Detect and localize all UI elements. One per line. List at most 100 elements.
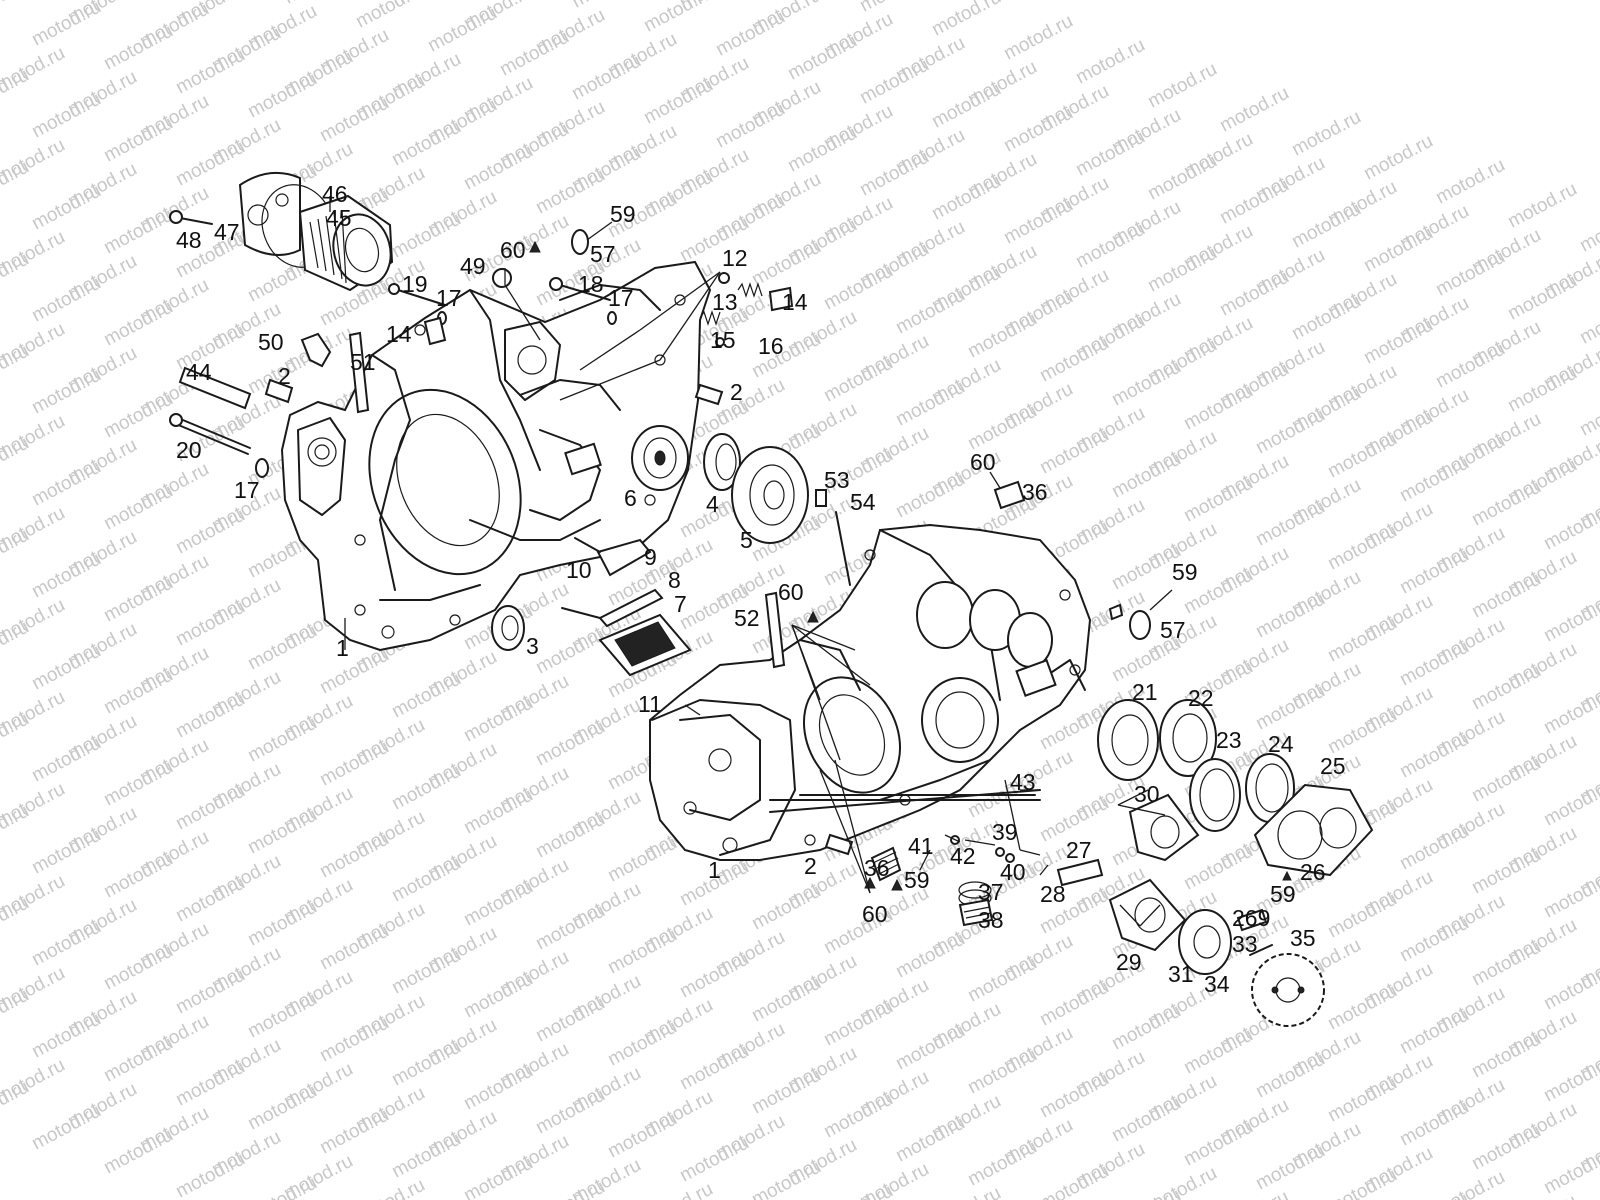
watermark-text: motod.ru [1504, 1191, 1580, 1200]
watermark-text: motod.ru [1036, 977, 1112, 1031]
callout-60: 60 [500, 237, 526, 263]
bearing-5 [731, 446, 809, 544]
sprocket-35 [1251, 953, 1325, 1027]
watermark-text: motod.ru [1108, 357, 1184, 411]
callout-36: 36 [1022, 479, 1048, 505]
callout-39: 39 [992, 819, 1018, 845]
watermark-text: motod.ru [172, 597, 248, 651]
watermark-text: motod.ru [1360, 131, 1436, 185]
watermark-text: motod.ru [1072, 127, 1148, 181]
watermark-text: motod.ru [1468, 1121, 1544, 1175]
watermark-text: motod.ru [100, 205, 176, 259]
watermark-text: motod.ru [820, 1181, 896, 1200]
callout-9: 9 [644, 544, 657, 570]
watermark-text: motod.ru [856, 0, 932, 16]
callout-59: 59 [904, 867, 930, 893]
callout-8: 8 [668, 567, 681, 593]
watermark-text: motod.ru [100, 1033, 176, 1087]
watermark-text: motod.ru [532, 901, 608, 955]
watermark-text: motod.ru [1036, 1069, 1112, 1123]
watermark-text: motod.ru [784, 31, 860, 85]
bearing-21 [1097, 699, 1159, 781]
watermark-text: motod.ru [1288, 291, 1364, 345]
callout-3: 3 [526, 633, 539, 659]
watermark-text: motod.ru [460, 693, 536, 747]
watermark-text: motod.ru [1324, 521, 1400, 575]
watermark-text: motod.ru [1180, 473, 1256, 527]
watermark-text: motod.ru [604, 833, 680, 887]
callout-23: 23 [1216, 727, 1242, 753]
stud-54 [835, 511, 851, 586]
watermark-text: motod.ru [28, 0, 104, 50]
pump-rotor-29 [1108, 878, 1187, 952]
watermark-text: motod.ru [1504, 363, 1580, 417]
watermark-text: motod.ru [640, 1179, 716, 1200]
callout-60: 60 [970, 449, 996, 475]
callout-51: 51 [350, 349, 376, 375]
watermark-text: motod.ru [748, 237, 824, 291]
watermark-text: motod.ru [1576, 295, 1600, 349]
callout-48: 48 [176, 227, 202, 253]
watermark-text: motod.ru [100, 941, 176, 995]
watermark-text: motod.ru [100, 481, 176, 535]
watermark-text: motod.ru [676, 1133, 752, 1187]
stud-52 [764, 591, 786, 669]
watermark-text: motod.ru [748, 1157, 824, 1200]
watermark-text: motod.ru [1396, 637, 1472, 691]
watermark-text: motod.ru [856, 147, 932, 201]
watermark-text: motod.ru [1324, 429, 1400, 483]
callout-15: 15 [710, 327, 736, 353]
callout-5: 5 [740, 527, 753, 553]
watermark-text: motod.ru [1324, 889, 1400, 943]
watermark-text: motod.ru [1288, 107, 1364, 161]
watermark-text: motod.ru [316, 645, 392, 699]
watermark-text: motod.ru [676, 949, 752, 1003]
callout-10: 10 [566, 557, 592, 583]
leader-lines [329, 196, 1173, 927]
watermark-text: motod.ru [1324, 705, 1400, 759]
callout-35: 35 [1290, 925, 1316, 951]
watermark-text: motod.ru [1468, 753, 1544, 807]
callout-19: 19 [402, 271, 428, 297]
ring-57 [571, 229, 1151, 640]
watermark-text: motod.ru [100, 849, 176, 903]
callout-37: 37 [978, 879, 1004, 905]
watermark-text: motod.ru [892, 929, 968, 983]
watermark-text: motod.ru [1180, 1117, 1256, 1171]
watermark-text: motod.ru [1468, 1029, 1544, 1083]
watermark-text: motod.ru [1144, 151, 1220, 205]
callout-57: 57 [1160, 617, 1186, 643]
watermark-text: motod.ru [532, 1085, 608, 1139]
seal-23 [1189, 758, 1241, 832]
watermark-text: motod.ru [964, 1137, 1040, 1191]
watermark-text: motod.ru [1360, 223, 1436, 277]
watermark-text: motod.ru [1036, 425, 1112, 479]
watermark-text: motod.ru [352, 1175, 428, 1200]
watermark-text: motod.ru [1396, 913, 1472, 967]
callout-labels: 46 45 48 47 59 57 60 49 12 18 19 17 17 1… [176, 181, 1346, 997]
watermark-text: motod.ru [1396, 821, 1472, 875]
watermark-text: motod.ru [1216, 83, 1292, 137]
callout-49: 49 [460, 253, 486, 279]
plug-14 [423, 286, 794, 346]
watermark-text: motod.ru [928, 0, 1004, 40]
watermark-text: motod.ru [1324, 613, 1400, 667]
callout-12: 12 [722, 245, 748, 271]
watermark-text: motod.ru [388, 209, 464, 263]
callout-59: 59 [1270, 881, 1296, 907]
watermark-text: motod.ru [748, 973, 824, 1027]
watermark-text: motod.ru [1108, 1093, 1184, 1147]
callout-1: 1 [336, 635, 349, 661]
bracket-8 [561, 588, 664, 628]
watermark-text: motod.ru [928, 1183, 1004, 1200]
watermark-text: motod.ru [496, 27, 572, 81]
strainer-7 [598, 613, 692, 677]
watermark-text: motod.ru [1252, 1049, 1328, 1103]
watermark-text: motod.ru [1396, 545, 1472, 599]
callout-2: 2 [804, 853, 817, 879]
shaft-27 [1056, 858, 1104, 887]
watermark-text: motod.ru [172, 137, 248, 191]
watermark-text: motod.ru [964, 1045, 1040, 1099]
watermark-text: motod.ru [532, 993, 608, 1047]
